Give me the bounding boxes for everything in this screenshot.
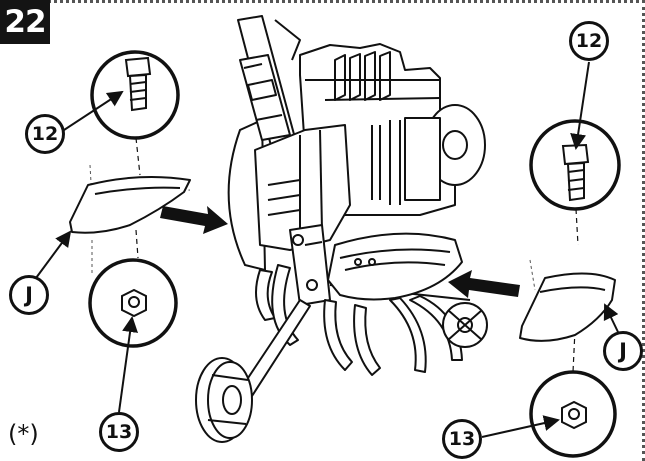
callout-screw-left: 12 [25,114,65,154]
footnote-mark: (*) [8,420,39,448]
tines [255,264,488,376]
left-nut-detail [88,258,178,348]
callout-nut-right: 13 [442,419,482,459]
left-screw-detail [90,50,180,140]
right-screw-detail [529,119,621,211]
insert-arrows [160,206,520,298]
callout-guard-right: J [603,331,643,371]
callout-guard-left: J [9,275,49,315]
frame-leg [289,224,331,306]
step-number-badge: 22 [0,0,50,44]
callout-screw-right: 12 [569,21,609,61]
transport-wheel [195,299,311,443]
right-nut-detail [529,370,617,458]
right-guard-plate [519,272,616,342]
gearbox-housing [254,124,351,251]
mounted-guard [327,232,463,301]
callout-nut-left: 13 [99,412,139,452]
leader-lines [35,61,619,438]
left-guard-plate [69,175,191,234]
